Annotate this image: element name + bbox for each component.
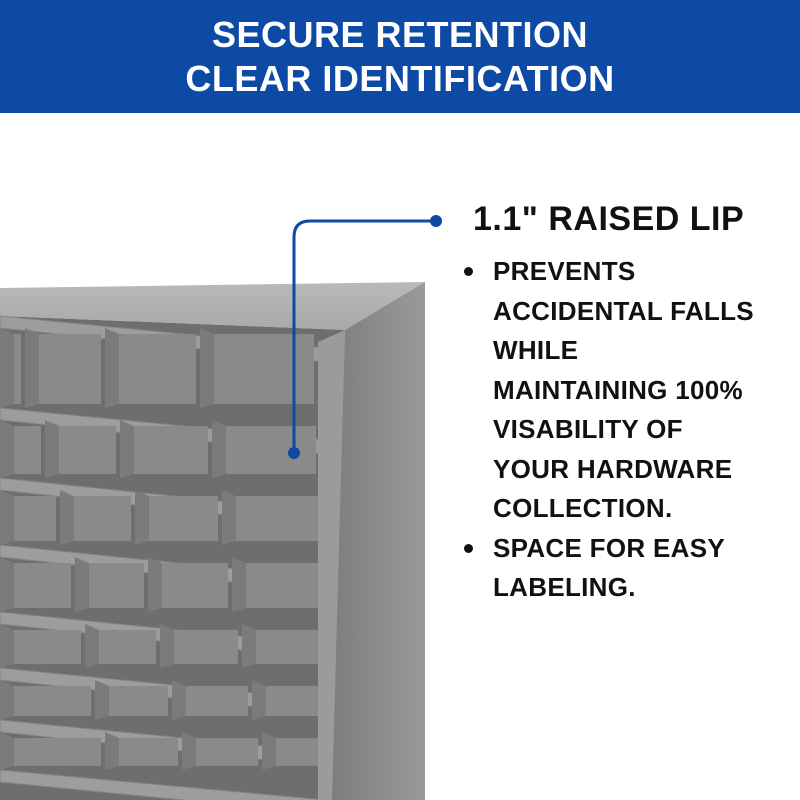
cabinet-side-panel xyxy=(330,282,425,800)
bin-back-wall xyxy=(134,426,208,474)
bin-divider xyxy=(135,490,149,545)
bin-divider xyxy=(0,490,14,545)
bin-divider xyxy=(160,624,174,668)
bin-back-wall xyxy=(89,563,144,608)
bin-divider xyxy=(212,420,226,478)
bin-back-wall xyxy=(99,630,156,664)
bin-back-wall xyxy=(236,496,318,541)
bin-divider xyxy=(0,328,14,408)
cabinet-top-panel xyxy=(0,282,425,330)
bullet-dot-icon xyxy=(464,543,473,553)
bin-divider xyxy=(232,557,246,612)
bin-back-wall xyxy=(149,496,218,541)
bin-divider xyxy=(148,557,162,612)
bin-divider xyxy=(60,490,74,545)
callout-line xyxy=(292,219,436,453)
bin-divider xyxy=(182,732,196,770)
bin-back-wall xyxy=(119,738,178,766)
bin-back-wall xyxy=(256,630,320,664)
bin-back-wall xyxy=(266,686,321,716)
bullet-1-line-7: COLLECTION. xyxy=(493,493,673,523)
feature-bullet-1: PREVENTS ACCIDENTAL FALLS WHILE MAINTAIN… xyxy=(462,252,792,529)
bin-divider xyxy=(252,680,266,720)
bullet-1-line-3: WHILE xyxy=(493,335,579,365)
bin-back-wall xyxy=(226,426,316,474)
bin-divider xyxy=(0,624,14,668)
banner-title-line-1: SECURE RETENTION xyxy=(211,13,589,55)
bin-back-wall xyxy=(276,738,322,766)
bin-back-wall xyxy=(59,426,116,474)
bullet-1-line-2: ACCIDENTAL FALLS xyxy=(493,295,754,326)
product-scene xyxy=(0,113,800,800)
feature-bullet-2: SPACE FOR EASY LABELING. xyxy=(462,529,792,608)
bin-divider xyxy=(105,732,119,770)
bin-divider xyxy=(25,328,39,408)
bin-back-wall xyxy=(174,630,238,664)
bin-divider xyxy=(75,557,89,612)
shelf-lip xyxy=(0,769,326,800)
bin-back-wall xyxy=(14,630,81,664)
bullet-1-line-5: VISABILITY OF xyxy=(493,414,683,444)
bin-back-wall xyxy=(119,334,196,404)
bin-back-wall xyxy=(14,496,56,541)
bin-back-wall xyxy=(162,563,228,608)
bullet-1-line-1: PREVENTS xyxy=(493,256,636,286)
bin-back-wall xyxy=(196,738,258,766)
bin-back-wall xyxy=(14,738,101,766)
callout-title: 1.1" RAISED LIP xyxy=(473,200,745,238)
header-banner: SECURE RETENTION CLEAR IDENTIFICATION xyxy=(0,0,800,113)
callout-dot-bottom xyxy=(288,447,300,459)
bin-divider xyxy=(0,557,14,612)
bin-divider xyxy=(0,420,14,478)
cabinet-front-edge xyxy=(318,330,345,800)
bin-back-wall xyxy=(39,334,101,404)
bin-back-wall xyxy=(186,686,248,716)
bin-back-wall xyxy=(214,334,314,404)
bin-divider xyxy=(262,732,276,770)
bin-divider xyxy=(242,624,256,668)
bin-divider xyxy=(120,420,134,478)
bullet-1-line-6: YOUR HARDWARE xyxy=(493,453,733,484)
bin-divider xyxy=(45,420,59,478)
bin-divider xyxy=(222,490,236,545)
callout-connector xyxy=(288,215,442,459)
cabinet-graphic xyxy=(0,282,425,800)
bin-back-wall xyxy=(14,563,71,608)
bullet-dot-icon xyxy=(464,267,473,276)
bin-back-wall xyxy=(246,563,319,608)
banner-title-line-2: CLEAR IDENTIFICATION xyxy=(185,57,615,99)
callout-dot-top xyxy=(430,215,442,227)
bin-back-wall xyxy=(14,686,91,716)
bin-back-wall xyxy=(14,426,41,474)
feature-bullet-list: PREVENTS ACCIDENTAL FALLS WHILE MAINTAIN… xyxy=(462,252,792,608)
bin-divider xyxy=(95,680,109,720)
bin-cabinet-image xyxy=(0,282,425,800)
bin-divider xyxy=(85,624,99,668)
bin-back-wall xyxy=(109,686,168,716)
bullet-2-line-1: SPACE FOR EASY xyxy=(493,532,725,563)
bin-back-wall xyxy=(14,334,21,404)
bullet-2-line-2: LABELING. xyxy=(493,572,636,602)
bin-divider xyxy=(0,680,14,720)
bullet-1-line-4: MAINTAINING 100% xyxy=(493,374,743,405)
bin-divider xyxy=(200,328,214,408)
bin-divider xyxy=(0,732,14,770)
bin-divider xyxy=(172,680,186,720)
bin-back-wall xyxy=(74,496,131,541)
bin-divider xyxy=(105,328,119,408)
